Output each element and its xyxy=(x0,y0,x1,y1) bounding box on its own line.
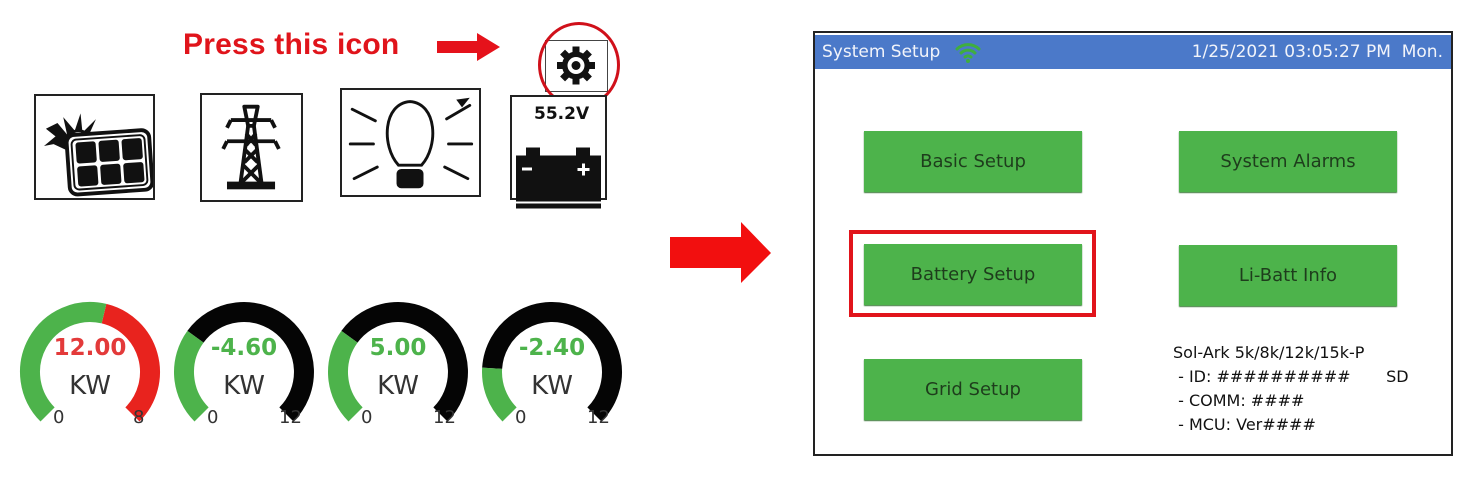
gauge-min: 0 xyxy=(515,407,527,428)
solar-panel-icon xyxy=(43,113,153,197)
gauge-min: 0 xyxy=(207,407,219,428)
grid-setup-button[interactable]: Grid Setup xyxy=(864,359,1082,420)
gauge-grid-power: -4.60 KW 0 12 xyxy=(169,285,319,435)
model-text: Sol-Ark 5k/8k/12k/15k-P xyxy=(1173,343,1365,362)
gauge-max: 12 xyxy=(279,407,302,428)
load-button[interactable] xyxy=(340,88,481,197)
grid-tower-icon xyxy=(221,104,281,190)
header-bar: System Setup 1/25/2021 03:05:27 PM Mon. xyxy=(815,35,1451,69)
transition-arrow-icon xyxy=(670,222,771,283)
load-bulb-icon xyxy=(348,97,474,189)
small-arrow-icon xyxy=(437,33,500,61)
gauge-pv-power: 12.00 KW 0 8 xyxy=(15,285,165,435)
system-alarms-button[interactable]: System Alarms xyxy=(1179,131,1397,192)
gauge-max: 8 xyxy=(133,407,145,428)
gauge-battery-power: -2.40 KW 0 12 xyxy=(477,285,627,435)
screen-title: System Setup xyxy=(822,42,941,62)
li-batt-info-button[interactable]: Li-Batt Info xyxy=(1179,245,1397,306)
gauge-unit: KW xyxy=(377,371,419,401)
gauge-fill-arc xyxy=(482,367,517,422)
wifi-icon xyxy=(955,43,981,63)
device-info: Sol-Ark 5k/8k/12k/15k-P - ID: ##########… xyxy=(1173,341,1409,437)
datetime: 1/25/2021 03:05:27 PM Mon. xyxy=(1191,42,1443,62)
gauge-remainder-arc xyxy=(101,303,160,422)
basic-setup-button[interactable]: Basic Setup xyxy=(864,131,1082,192)
battery-setup-button[interactable]: Battery Setup xyxy=(864,244,1082,305)
gauge-value: -2.40 xyxy=(518,335,586,361)
battery-voltage: 55.2V xyxy=(534,104,590,124)
gauge-value: 5.00 xyxy=(369,335,427,361)
gauge-value: -4.60 xyxy=(210,335,278,361)
gauge-arc xyxy=(174,302,314,422)
gauge-min: 0 xyxy=(361,407,373,428)
battery-button[interactable]: 55.2V xyxy=(510,95,607,209)
instruction-label: Press this icon xyxy=(183,28,400,61)
gauge-load-power: 5.00 KW 0 12 xyxy=(323,285,473,435)
highlight-box xyxy=(849,230,1096,317)
id-text: - ID: ########## SD xyxy=(1173,367,1409,386)
gauge-remainder-arc xyxy=(341,302,468,422)
gauge-unit: KW xyxy=(69,371,111,401)
gauge-fill-arc xyxy=(20,302,107,422)
gauge-arc xyxy=(20,302,160,422)
gauge-fill-arc xyxy=(328,330,363,422)
gauge-max: 12 xyxy=(433,407,456,428)
grid-tower-button[interactable] xyxy=(200,93,303,202)
comm-text: - COMM: #### xyxy=(1173,391,1305,410)
gauge-remainder-arc xyxy=(482,302,622,422)
gauge-arc xyxy=(328,302,468,422)
gauge-max: 12 xyxy=(587,407,610,428)
gauge-unit: KW xyxy=(223,371,265,401)
system-setup-screen: System Setup 1/25/2021 03:05:27 PM Mon. … xyxy=(813,31,1453,456)
gauge-unit: KW xyxy=(531,371,573,401)
gauge-min: 0 xyxy=(53,407,65,428)
mcu-text: - MCU: Ver#### xyxy=(1173,415,1316,434)
gauge-arc xyxy=(482,302,622,422)
gauge-remainder-arc xyxy=(187,302,314,422)
gauge-value: 12.00 xyxy=(53,335,127,361)
battery-icon xyxy=(516,147,601,209)
solar-panel-button[interactable] xyxy=(34,94,155,200)
gauge-fill-arc xyxy=(174,330,209,422)
